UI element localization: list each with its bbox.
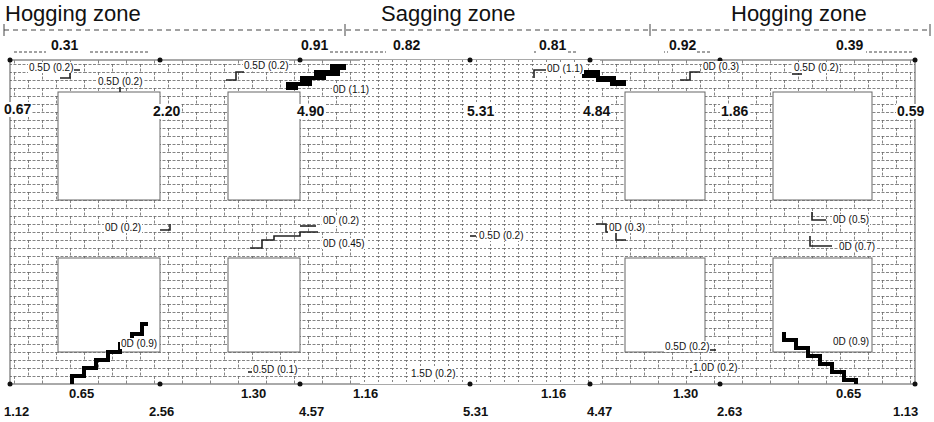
crack-label: 0D (0.9) bbox=[832, 336, 870, 347]
crack-label: 0.5D (0.2) bbox=[97, 76, 143, 87]
crack-label: 1.5D (0.2) bbox=[410, 368, 456, 379]
masonry-wall bbox=[10, 60, 915, 384]
zone-title: Hogging zone bbox=[730, 2, 868, 26]
crack-label: 0.5D (0.2) bbox=[478, 230, 524, 241]
displacement-value: 5.31 bbox=[462, 405, 489, 419]
crack-label: 0.5D (0.2) bbox=[664, 341, 710, 352]
crack-label: 0D (1.1) bbox=[546, 63, 584, 74]
crack-label: 0D (0.45) bbox=[322, 238, 366, 249]
displacement-value: 0.92 bbox=[668, 38, 697, 53]
crack-label: 0.5D (0.2) bbox=[28, 62, 74, 73]
crack-label: 0D (1.1) bbox=[332, 84, 370, 95]
displacement-value: 2.56 bbox=[148, 405, 175, 419]
displacement-value: 4.84 bbox=[582, 104, 611, 119]
zone-title: Hogging zone bbox=[4, 2, 142, 26]
displacement-value: 1.13 bbox=[892, 405, 919, 419]
hairline-crack bbox=[60, 70, 832, 378]
displacement-value: 0.39 bbox=[835, 38, 864, 53]
displacement-value: 1.16 bbox=[540, 387, 567, 401]
displacement-arrow bbox=[14, 52, 912, 53]
stair-crack bbox=[72, 324, 856, 384]
displacement-value: 4.47 bbox=[586, 405, 613, 419]
displacement-value: 0.65 bbox=[68, 387, 95, 401]
crack-label: 1.0D (0.2) bbox=[692, 362, 738, 373]
displacement-value: 0.59 bbox=[896, 104, 925, 119]
zone-title: Sagging zone bbox=[380, 2, 517, 26]
displacement-value: 0.65 bbox=[835, 387, 862, 401]
displacement-value: 1.86 bbox=[720, 104, 749, 119]
displacement-value: 4.57 bbox=[298, 405, 325, 419]
crack-label: 0D (0.3) bbox=[702, 61, 740, 72]
crack-label: 0D (0.3) bbox=[608, 222, 646, 233]
displacement-value: 1.30 bbox=[672, 387, 699, 401]
displacement-value: 1.12 bbox=[3, 405, 30, 419]
displacement-value: 0.81 bbox=[538, 38, 567, 53]
displacement-value: 1.30 bbox=[240, 387, 267, 401]
crack-label: 0.5D (0.1) bbox=[252, 364, 298, 375]
crack-label: 0.5D (0.2) bbox=[243, 60, 289, 71]
crack-label: 0D (0.7) bbox=[838, 241, 876, 252]
displacement-value: 0.91 bbox=[300, 38, 329, 53]
displacement-value: 1.16 bbox=[352, 387, 379, 401]
displacement-value: 2.63 bbox=[716, 405, 743, 419]
crack-label: 0D (0.2) bbox=[104, 222, 142, 233]
displacement-value: 0.67 bbox=[3, 102, 32, 117]
crack-label: 0.5D (0.2) bbox=[793, 62, 839, 73]
survey-point bbox=[8, 58, 918, 387]
displacement-value: 4.90 bbox=[296, 104, 325, 119]
displacement-value: 0.31 bbox=[50, 38, 79, 53]
displacement-value: 5.31 bbox=[466, 104, 495, 119]
displacement-value: 0.82 bbox=[392, 38, 421, 53]
window-opening bbox=[58, 92, 872, 352]
displacement-value: 2.20 bbox=[152, 104, 181, 119]
crack-label: 0D (0.2) bbox=[322, 215, 360, 226]
crack-label: 0D (0.9) bbox=[120, 338, 158, 349]
crack-label: 0D (0.5) bbox=[832, 214, 870, 225]
